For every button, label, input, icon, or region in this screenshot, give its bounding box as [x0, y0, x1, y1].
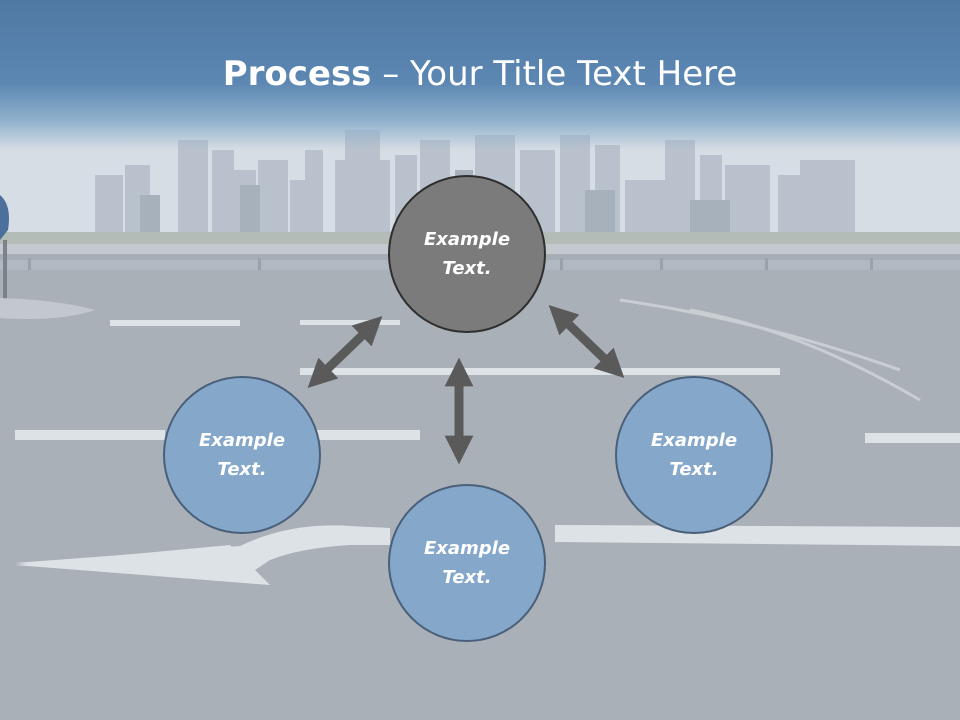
node-right-line2: Text.: [669, 459, 719, 480]
slide-title: Process – Your Title Text Here: [0, 52, 960, 96]
node-left-line2: Text.: [217, 459, 267, 480]
title-banner: [0, 0, 960, 150]
node-left-label: Example Text.: [182, 426, 302, 484]
node-bottom-line1: Example: [423, 538, 511, 559]
process-node-left: Example Text.: [163, 376, 321, 534]
node-bottom-label: Example Text.: [407, 534, 527, 592]
node-left-line1: Example: [198, 430, 286, 451]
node-right-line1: Example: [650, 430, 738, 451]
arrow-top-to-right: [548, 305, 625, 378]
node-top-label: Example Text.: [407, 225, 527, 283]
title-bold: Process: [222, 54, 372, 94]
node-right-label: Example Text.: [634, 426, 754, 484]
title-rest: – Your Title Text Here: [371, 54, 738, 94]
arrow-top-to-left: [307, 316, 383, 388]
process-node-bottom: Example Text.: [388, 484, 546, 642]
process-node-right: Example Text.: [615, 376, 773, 534]
node-top-line1: Example: [423, 229, 511, 250]
node-top-line2: Text.: [442, 258, 492, 279]
process-node-top: Example Text.: [388, 175, 546, 333]
node-bottom-line2: Text.: [442, 567, 492, 588]
